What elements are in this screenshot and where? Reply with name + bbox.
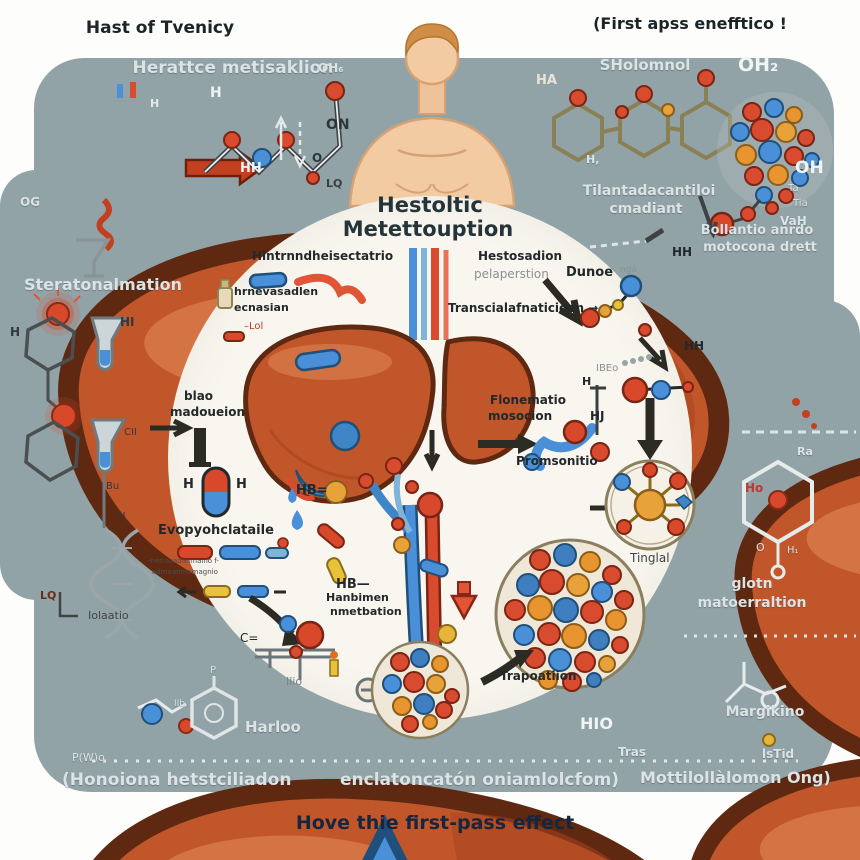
label-h2: H <box>150 97 160 110</box>
label-mosocion: mosocion <box>488 409 553 423</box>
label-tilantadacantiloi: Tilantadacantiloi <box>582 183 716 199</box>
label-hh-top: HH <box>672 245 693 259</box>
panel-left-notch <box>0 592 34 708</box>
label-flonematio: Flonematio <box>490 393 566 407</box>
caption-bottom-right: Mottilollàlomon Ong) <box>640 768 831 787</box>
label-ilio: Ilio <box>286 675 303 688</box>
label-lq-left: LQ <box>40 589 57 602</box>
label-harloo: Harloo <box>245 718 301 736</box>
hair <box>405 23 459 57</box>
caption-bottom-left: (Honoiona hetstciliadon <box>62 770 292 790</box>
label-ha: HA <box>536 73 557 88</box>
label-tras: Tras <box>618 745 647 759</box>
label-hanbimen: Hanbimen <box>326 591 389 604</box>
label-motocona: motocona drett <box>703 240 817 255</box>
top-right-title: (First apss enefftico ! <box>593 14 787 33</box>
label-tiny2: admaanmamagnio <box>152 568 218 576</box>
label-ra: Ra <box>797 445 813 458</box>
label-dunoe: Dunoe <box>566 265 614 280</box>
label-iolaatio: Iolaatio <box>88 609 129 622</box>
label-pelaperstion: pelaperstion <box>474 267 549 281</box>
label-lq: LQ <box>326 177 343 190</box>
label-o: O <box>312 151 323 165</box>
heading-sholomnol: SHolomnol <box>599 56 691 74</box>
label-madoueion: madoueion <box>170 405 246 419</box>
label-lol: –Lol <box>244 321 264 332</box>
label-iib: IIb <box>174 699 186 709</box>
label-hint: Hintrnndheisectatrio <box>252 249 394 263</box>
label-transcialafnaticioon: Transcialafnaticioon → <box>448 301 599 315</box>
label-hh: HH <box>240 161 262 176</box>
label-o-right: O <box>756 541 765 554</box>
label-h-capsule-left: H <box>183 477 194 492</box>
label-h: H <box>210 85 222 101</box>
label-ecnasian: ecnasian <box>234 301 289 314</box>
label-ho: Ho <box>745 481 764 495</box>
label-hi: HI <box>120 315 135 329</box>
heading-hepatic-metabolism: Herattce metisaklion <box>132 58 334 78</box>
label-promsonitio: Promsonitio <box>516 454 598 468</box>
label-bu: Bu <box>106 481 120 492</box>
caption-bottom-center: enclatoncatón oniamlolcfom) <box>340 770 620 790</box>
label-evopyohclataile: Evopyohclataile <box>158 523 274 538</box>
label-pwo: P(W)o <box>72 751 105 764</box>
bottom-title: Hove thie first-pass effect <box>295 812 575 834</box>
circle-title-line2: Metettouption <box>342 217 514 241</box>
label-h1: H₁ <box>787 545 799 556</box>
label-tiny1: -nerrasadanmaino f- <box>148 557 219 565</box>
label-hio: HIO <box>580 714 613 733</box>
label-hcomma: H, <box>586 153 600 166</box>
label-p: P <box>210 665 217 676</box>
gray-panel-left-extension <box>0 170 52 600</box>
label-c: C= <box>240 631 259 645</box>
label-glotn: glotn <box>731 576 773 592</box>
top-left-title: Hast of Tvenicy <box>85 18 235 38</box>
label-hh-mid: HH <box>684 339 705 353</box>
label-cmadiant: cmadiant <box>609 201 683 217</box>
label-h-left: H <box>118 511 126 522</box>
label-h-capsule-right: H <box>236 477 247 492</box>
label-hrnevasadlen: hrnevasadlen <box>234 285 319 298</box>
label-tia: Tia <box>793 198 808 209</box>
label-ibeo: IBEo <box>596 363 619 374</box>
label-nmetbation: nmetbation <box>330 605 402 618</box>
label-oh6: OH₆ <box>318 61 344 75</box>
label-h-small: H <box>582 375 592 388</box>
label-oh2: OH₂ <box>738 54 779 76</box>
label-vah: VaH <box>780 214 807 228</box>
label-hb1: HB= <box>296 483 328 498</box>
label-og: OG <box>20 195 41 209</box>
label-hb2: HB— <box>336 577 370 592</box>
circle-title-line1: Hestoltic <box>377 193 483 217</box>
label-hestosadion: Hestosadion <box>478 249 563 263</box>
label-trapoatiion: Trapoatiion <box>500 669 577 683</box>
label-oh: OH <box>795 158 824 178</box>
gray-panel-right-extension <box>808 300 860 610</box>
label-hj: HJ <box>590 409 605 423</box>
label-nga: nga <box>620 265 637 275</box>
label-on: ON <box>326 117 350 133</box>
label-matoerraltion: matoerraltion <box>697 595 807 611</box>
label-lstid: lsTid <box>762 747 795 761</box>
heading-steratonalmation: Steratonalmation <box>23 275 183 294</box>
label-margikino: Margikino <box>725 704 805 720</box>
label-cii: CII <box>124 427 137 438</box>
label-ta: Ta <box>788 183 799 194</box>
label-tinglal: Tinglal <box>630 551 670 565</box>
label-h-red: H <box>10 325 21 339</box>
label-blao: blao <box>184 389 214 403</box>
